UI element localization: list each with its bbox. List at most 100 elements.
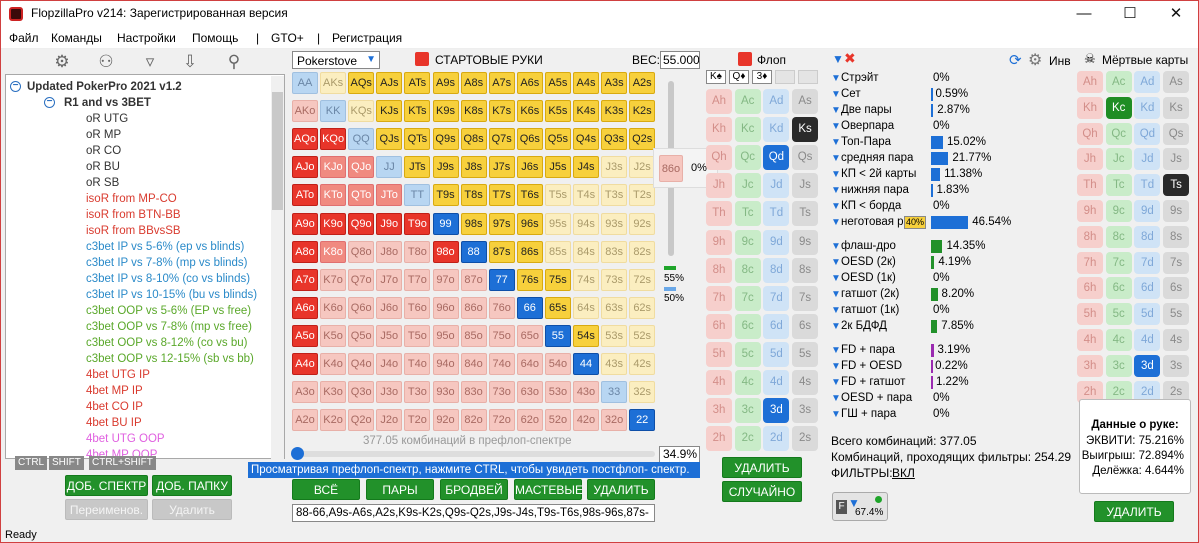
hand-cell[interactable]: 87o: [460, 268, 487, 291]
filter-icon[interactable]: ▼: [831, 73, 841, 84]
filter-icon[interactable]: ▼: [831, 121, 841, 132]
stat-row[interactable]: ▼ГШ + пара: [831, 407, 896, 422]
stat-row[interactable]: ▼КП < борда: [831, 199, 901, 214]
hand-cell[interactable]: A6s: [516, 72, 543, 94]
hand-cell[interactable]: J3o: [376, 381, 403, 404]
hand-cell[interactable]: 99: [432, 212, 459, 235]
hand-cell[interactable]: 54s: [573, 324, 599, 347]
hand-cell[interactable]: 55: [544, 324, 571, 347]
hand-cell[interactable]: 88: [460, 240, 487, 263]
dead-card[interactable]: 6c: [1105, 277, 1132, 300]
flop-card[interactable]: Jd: [763, 173, 790, 199]
flop-card[interactable]: 8c: [734, 257, 761, 283]
range-dropdown[interactable]: Pokerstove ▼: [292, 51, 380, 69]
flop-card[interactable]: 2h: [706, 426, 732, 452]
flop-card[interactable]: 5h: [706, 341, 732, 367]
flop-card[interactable]: Ts: [792, 201, 819, 227]
filter-icon[interactable]: ▼: [831, 241, 841, 252]
hand-cell[interactable]: AQo: [292, 128, 318, 151]
add-range-button[interactable]: ДОБ. СПЕКТР: [65, 475, 148, 496]
hand-cell[interactable]: J5s: [544, 156, 571, 179]
dead-card[interactable]: 2d: [1134, 380, 1161, 403]
weight-input[interactable]: 55.000: [660, 51, 700, 69]
broadway-button[interactable]: БРОДВЕЙ: [440, 479, 508, 500]
hand-cell[interactable]: 52s: [629, 324, 656, 347]
hand-cell[interactable]: AKo: [292, 100, 318, 123]
dead-card[interactable]: Js: [1163, 148, 1190, 171]
shift-tab[interactable]: SHIFT: [49, 456, 84, 470]
tree-item[interactable]: 4bet BU IP: [86, 417, 142, 429]
flop-card[interactable]: 9d: [763, 229, 790, 255]
flop-card[interactable]: 3s: [792, 398, 819, 424]
hand-cell[interactable]: JTo: [376, 184, 403, 207]
dead-card[interactable]: 7d: [1134, 251, 1161, 274]
hand-cell[interactable]: TT: [404, 184, 431, 207]
flop-card[interactable]: Tc: [734, 201, 761, 227]
stat-row[interactable]: ▼Стрэйт: [831, 71, 879, 86]
hand-cell[interactable]: 85o: [460, 324, 487, 347]
hand-cell[interactable]: 43o: [573, 381, 599, 404]
hand-cell[interactable]: 43s: [601, 353, 628, 375]
delete-dead-button[interactable]: УДАЛИТЬ: [1094, 501, 1174, 522]
filter-icon[interactable]: ▼: [831, 105, 841, 116]
flop-card[interactable]: Qh: [706, 145, 732, 171]
dead-card[interactable]: 3s: [1163, 354, 1190, 377]
filter-power-button[interactable]: F ▼ 67.4%: [832, 492, 888, 521]
flop-card[interactable]: Th: [706, 201, 732, 227]
range-slider[interactable]: [291, 447, 655, 460]
flop-card[interactable]: 4h: [706, 370, 732, 395]
hand-cell[interactable]: K3s: [601, 100, 628, 123]
tree-item[interactable]: oR SB: [86, 177, 120, 189]
filter-icon[interactable]: ▼: [831, 169, 841, 180]
dead-card[interactable]: Kd: [1134, 96, 1161, 119]
hand-cell[interactable]: KTo: [320, 184, 347, 207]
tree-item[interactable]: c3bet OOP vs 7-8% (mp vs free): [86, 321, 252, 333]
hand-cell[interactable]: ATo: [292, 184, 318, 207]
hand-cell[interactable]: ATs: [404, 72, 431, 94]
stat-row[interactable]: ▼Сет: [831, 87, 861, 102]
menu-help[interactable]: Помощь: [192, 31, 239, 45]
flop-card[interactable]: 2s: [792, 426, 819, 452]
maximize-button[interactable]: ☐: [1123, 5, 1137, 22]
dead-card[interactable]: Ac: [1105, 71, 1132, 93]
hand-cell[interactable]: Q4o: [348, 353, 375, 375]
hand-cell[interactable]: K5s: [544, 100, 571, 123]
flop-card[interactable]: 3d: [763, 398, 790, 424]
stat-row[interactable]: ▼OESD + пара: [831, 391, 912, 406]
range-pct[interactable]: 34.9%: [659, 446, 700, 463]
dead-card[interactable]: Ah: [1077, 71, 1103, 93]
hand-cell[interactable]: 83o: [460, 381, 487, 404]
hand-cell[interactable]: 76s: [516, 268, 543, 291]
dead-card[interactable]: 8s: [1163, 225, 1190, 248]
dead-card[interactable]: 9h: [1077, 200, 1103, 222]
filter-icon[interactable]: ▼: [831, 89, 841, 100]
turn-slot[interactable]: [775, 70, 795, 84]
dead-card[interactable]: 2c: [1105, 380, 1132, 403]
hand-cell[interactable]: AKs: [320, 72, 347, 94]
menu-commands[interactable]: Команды: [51, 31, 102, 45]
filter-icon[interactable]: ▼: [831, 321, 841, 332]
collapse-icon[interactable]: −: [44, 97, 55, 108]
tree-item[interactable]: c3bet IP vs 7-8% (mp vs blinds): [86, 257, 248, 269]
hand-cell[interactable]: QTs: [404, 128, 431, 151]
dead-card[interactable]: 9s: [1163, 200, 1190, 222]
flop-card[interactable]: 4c: [734, 370, 761, 395]
hand-cell[interactable]: 86o: [460, 296, 487, 319]
hand-cell[interactable]: A6o: [292, 296, 318, 319]
dead-card[interactable]: Jd: [1134, 148, 1161, 171]
flop-card[interactable]: Qc: [734, 145, 761, 171]
hand-cell[interactable]: Q3o: [348, 381, 375, 404]
hand-cell[interactable]: K5o: [320, 324, 347, 347]
hand-cell[interactable]: 83s: [601, 240, 628, 263]
hand-cell[interactable]: K6o: [320, 296, 347, 319]
flop-slot-3[interactable]: 3♦: [752, 70, 772, 84]
hand-cell[interactable]: J6o: [376, 296, 403, 319]
hand-cell[interactable]: 74o: [488, 353, 515, 375]
search-icon[interactable]: ⚲: [227, 52, 241, 71]
hand-cell[interactable]: T8s: [460, 184, 487, 207]
flop-card[interactable]: Kc: [734, 117, 761, 143]
hand-cell[interactable]: T4o: [404, 353, 431, 375]
import-icon[interactable]: ⇩: [182, 52, 198, 71]
stat-row[interactable]: ▼средняя пара: [831, 151, 913, 166]
flop-card[interactable]: 8s: [792, 257, 819, 283]
